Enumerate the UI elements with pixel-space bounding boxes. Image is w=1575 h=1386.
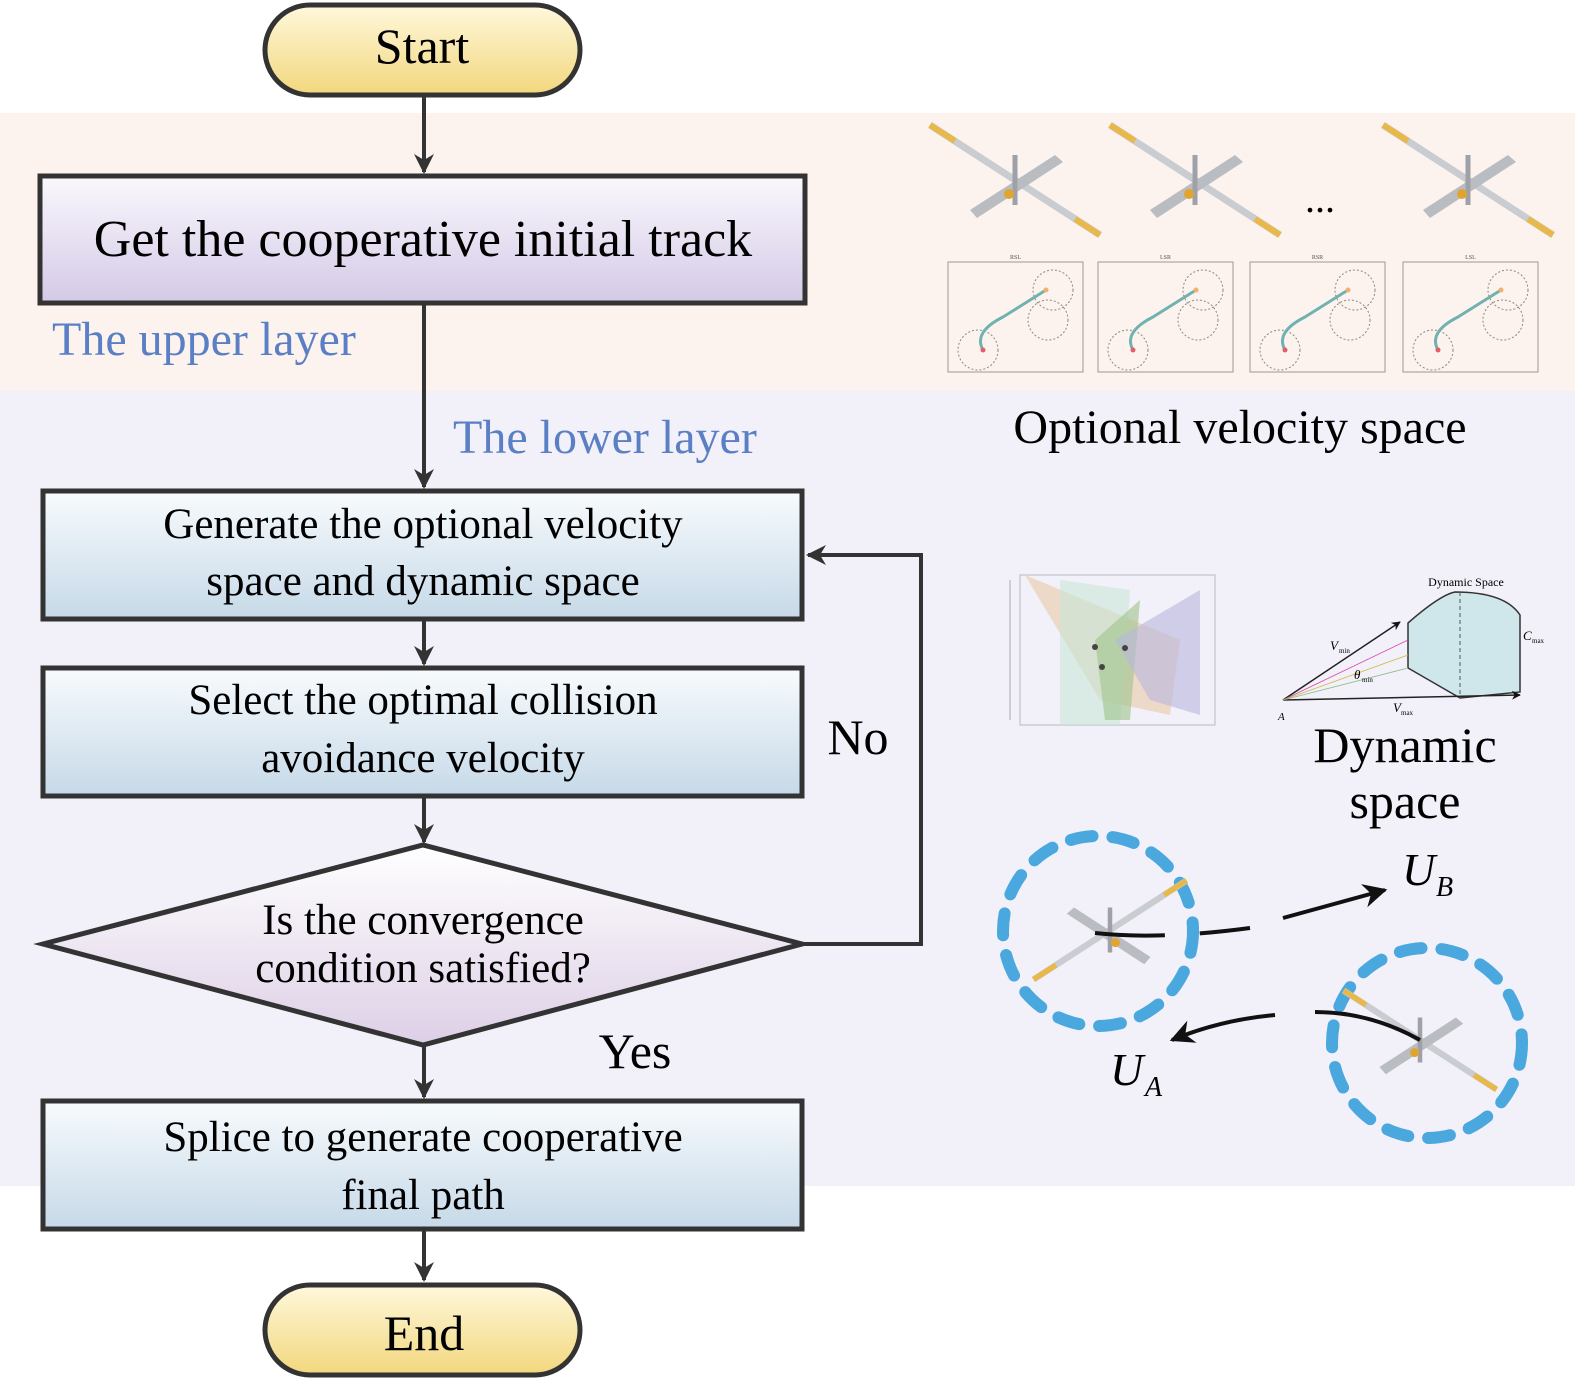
c-max-label: C [1523,628,1532,643]
v-max-label: V [1393,700,1403,715]
path-plot: RSR [1249,255,1386,373]
safety-circle-b [1326,942,1528,1144]
path-plot: RSL [947,255,1084,373]
step-select-velocity-line1: Select the optimal collision [188,677,657,724]
plot-title: RSL [1010,255,1021,261]
dynamic-space-label-line2: space [1349,773,1460,829]
step-select-velocity: Select the optimal collision avoidance v… [40,665,805,799]
dynamic-space-figure: Dynamic Space V min θ min V max C max A [1277,575,1545,723]
optional-velocity-space-label: Optional velocity space [1013,401,1466,454]
theta-min-label: θ [1354,667,1361,682]
upper-layer-label: The upper layer [52,313,356,366]
step-select-velocity-line2: avoidance velocity [261,735,585,782]
end-label: End [384,1305,465,1361]
lower-layer-label: The lower layer [453,411,757,464]
collision-scenario: U B U A [997,830,1528,1144]
ub-label: U [1402,844,1438,895]
safety-circle-a [997,830,1199,1032]
step-initial-track-label: Get the cooperative initial track [94,211,752,268]
c-max-sub: max [1532,637,1545,645]
v-min-sub: min [1339,647,1350,655]
ua-label: U [1110,1044,1146,1095]
yes-label: Yes [599,1023,672,1079]
dubins-path-plots: RSL LSR RSR LSL [947,255,1539,373]
step-splice-path: Splice to generate cooperative final pat… [40,1098,805,1232]
flow-connectors [414,96,923,1282]
step-splice-line1: Splice to generate cooperative [163,1114,682,1161]
no-feedback-arrow [802,545,923,946]
dynamic-space-label-line1: Dynamic [1313,717,1496,773]
path-plot: LSL [1402,255,1539,373]
step-splice-line2: final path [341,1172,505,1219]
v-max-sub: max [1401,709,1414,717]
start-label: Start [375,18,470,74]
plot-title: LSR [1160,255,1171,261]
v-min-label: V [1330,638,1340,653]
ellipsis: ... [1305,176,1335,221]
plot-title: LSL [1465,255,1476,261]
decision-convergence: Is the convergence condition satisfied? [33,842,812,1048]
no-label: No [827,709,888,765]
step-generate-spaces: Generate the optional velocity space and… [40,488,805,622]
decision-line2: condition satisfied? [255,945,591,992]
plot-title: RSR [1312,255,1323,261]
decision-line1: Is the convergence [262,897,584,944]
path-plot: LSR [1097,255,1234,373]
point-a-label: A [1277,711,1285,723]
ub-sub: B [1436,872,1453,903]
theta-min-sub: min [1362,676,1373,684]
step-initial-track: Get the cooperative initial track [37,173,808,306]
step-generate-spaces-line1: Generate the optional velocity [163,501,683,548]
velocity-space-3d-figure [1009,574,1216,726]
ua-sub: A [1143,1072,1163,1103]
end-terminal: End [262,1282,583,1378]
dynamic-space-small-label: Dynamic Space [1428,575,1504,589]
step-generate-spaces-line2: space and dynamic space [206,558,639,605]
start-terminal: Start [262,2,583,98]
